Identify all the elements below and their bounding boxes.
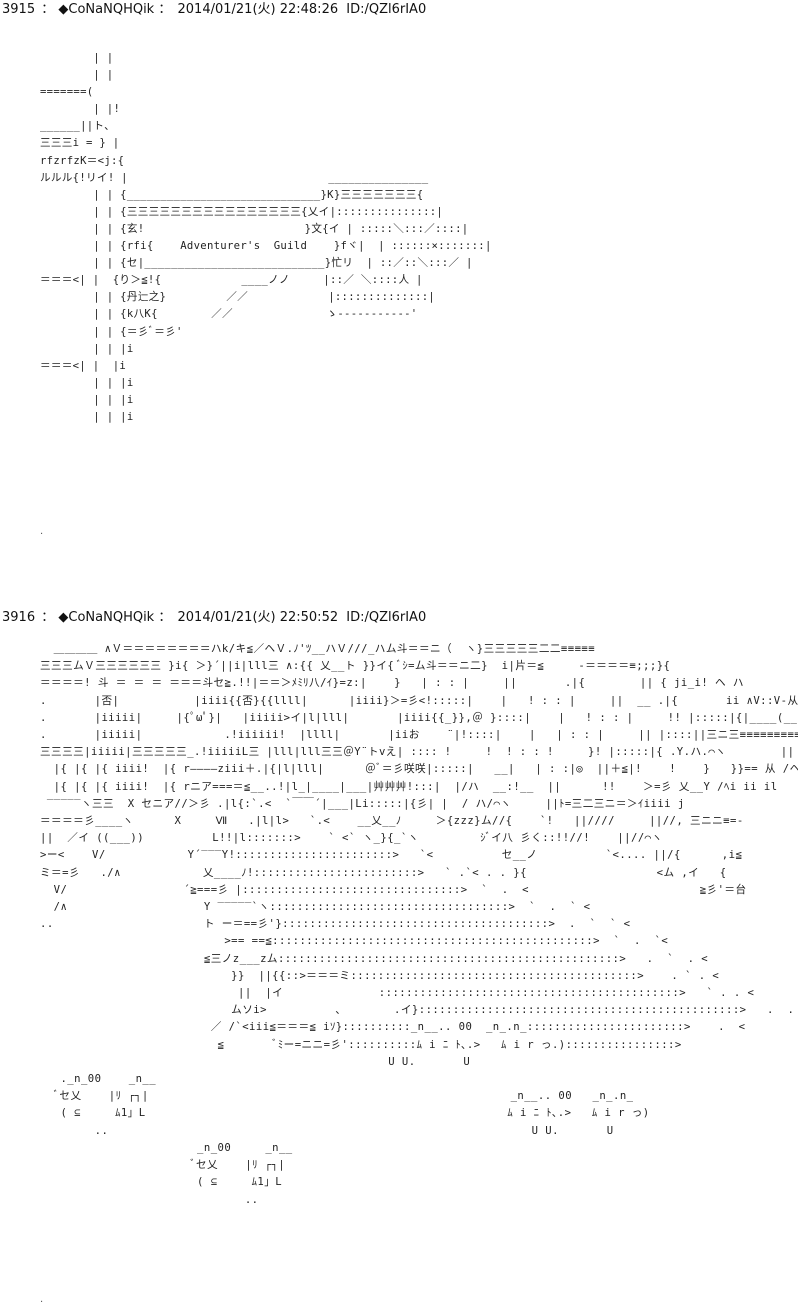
- post-header-3916: 3916 ： ◆CoNaNQHQik ： 2014/01/21(火) 22:50…: [2, 610, 426, 626]
- ascii-art-town-street: ＿＿＿＿ ∧Ｖ＝＝＝＝＝＝＝＝ハk/キ≦／ヘＶ.ﾉ'ﾂ__ハＶ///_ハム斗＝＝…: [40, 643, 798, 1206]
- post-end-dot: .: [40, 526, 44, 537]
- post-separator: ：: [41, 2, 55, 17]
- post-separator: ：: [41, 610, 55, 625]
- post-number: 3916: [2, 610, 36, 625]
- post-header-3915: 3915 ： ◆CoNaNQHQik ： 2014/01/21(火) 22:48…: [2, 2, 426, 18]
- post-datetime: 2014/01/21(火) 22:48:26: [177, 2, 339, 17]
- post-number: 3915: [2, 2, 36, 17]
- ascii-art-guild-sign: | | | | =======( | |! ______||ト、 三三三i = …: [40, 52, 492, 423]
- separator-colon: ：: [158, 610, 172, 625]
- poster-id: ID:/QZl6rIA0: [346, 2, 427, 17]
- poster-name: ◆CoNaNQHQik: [58, 610, 155, 625]
- post-datetime: 2014/01/21(火) 22:50:52: [177, 610, 339, 625]
- post-end-dot: .: [40, 1294, 44, 1305]
- separator-colon: ：: [158, 2, 172, 17]
- poster-name: ◆CoNaNQHQik: [58, 2, 155, 17]
- poster-id: ID:/QZl6rIA0: [346, 610, 427, 625]
